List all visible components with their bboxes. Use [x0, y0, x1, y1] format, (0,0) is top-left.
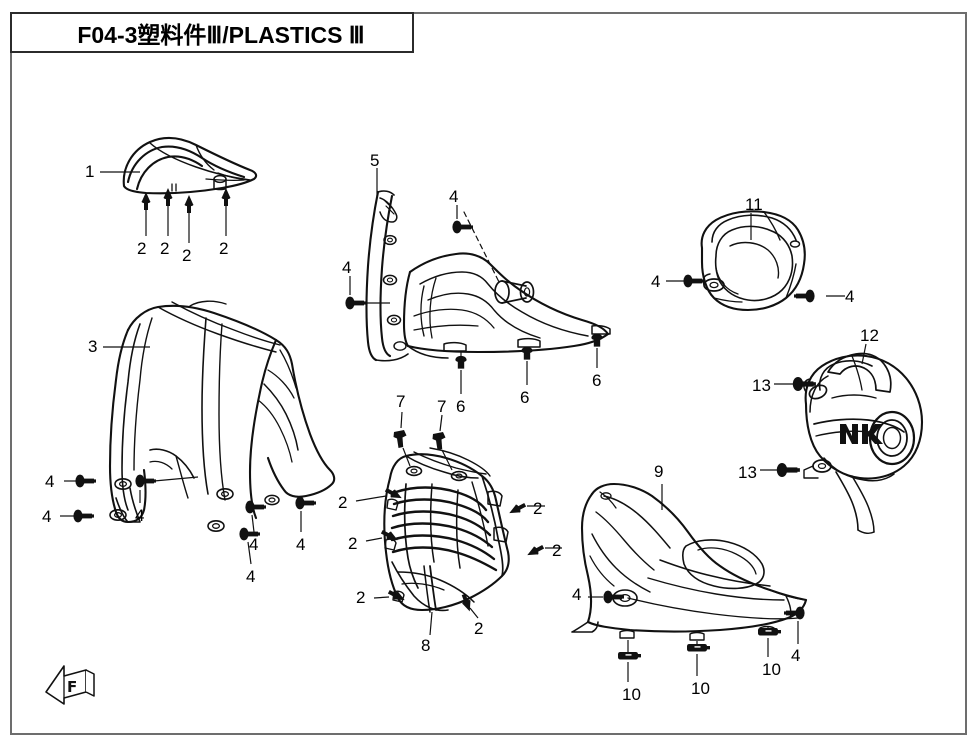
- callout-fastener-7: 7: [437, 397, 447, 416]
- direction-marker-icon: F: [45, 665, 95, 705]
- diagram-title: F04-3塑料件Ⅲ/PLASTICS Ⅲ: [77, 21, 365, 48]
- callout-fastener-6: 6: [592, 371, 602, 390]
- fastener-group-10-cowl9: [618, 626, 781, 682]
- fastener-group-4-panel5: [345, 205, 473, 310]
- callout-fastener-4: 4: [249, 535, 259, 554]
- callout-part-5: 5: [370, 151, 380, 170]
- callout-fastener-2: 2: [356, 588, 366, 607]
- callout-fastener-10: 10: [691, 679, 710, 698]
- callout-fastener-4: 4: [845, 287, 855, 306]
- callout-part-8: 8: [421, 636, 431, 655]
- callout-fastener-2: 2: [552, 541, 562, 560]
- fastener-group-13-headlight: [760, 377, 816, 477]
- fastener-group-6-panel5: [455, 333, 603, 394]
- part-11-mirror-cover: [700, 210, 806, 312]
- callout-fastener-2: 2: [160, 239, 170, 258]
- part-8-radiator-grille: [383, 447, 510, 613]
- drawing-frame: [10, 12, 967, 735]
- callout-fastener-4: 4: [296, 535, 306, 554]
- callout-part-11: 11: [745, 195, 763, 214]
- fastener-group-4-mirror: [666, 274, 845, 303]
- callout-fastener-4: 4: [42, 507, 52, 526]
- leader-line-part-8: [429, 611, 433, 636]
- fastener-group-7-grille: [393, 411, 453, 471]
- callout-fastener-6: 6: [520, 388, 530, 407]
- callout-fastener-10: 10: [762, 660, 781, 679]
- part-9-lower-side-cowl: [571, 482, 808, 641]
- fastener-group-2-grille: [355, 485, 562, 619]
- fastener-group-4-cowl9: [588, 590, 805, 644]
- part-5-left-side-panel: [365, 190, 611, 362]
- leader-line-part-12: [861, 343, 867, 365]
- callout-fastener-4: 4: [135, 506, 145, 525]
- part-12-headlight-housing: [803, 352, 924, 535]
- callout-fastener-10: 10: [622, 685, 641, 704]
- fastener-group-2-fender: [141, 188, 231, 243]
- callout-fastener-4: 4: [45, 472, 55, 491]
- callout-fastener-4: 4: [572, 585, 582, 604]
- callout-fastener-7: 7: [396, 392, 406, 411]
- callout-fastener-4: 4: [342, 258, 352, 277]
- callout-fastener-2: 2: [348, 534, 358, 553]
- callout-fastener-13: 13: [738, 463, 757, 482]
- callout-part-1: 1: [85, 162, 95, 181]
- part-3-front-cowl-bracket: [108, 300, 336, 532]
- callout-fastener-2: 2: [533, 499, 543, 518]
- callout-fastener-4: 4: [246, 567, 256, 586]
- title-block: F04-3塑料件Ⅲ/PLASTICS Ⅲ: [10, 12, 414, 53]
- callout-fastener-2: 2: [182, 246, 192, 265]
- callout-fastener-2: 2: [474, 619, 484, 638]
- callout-part-3: 3: [88, 337, 98, 356]
- direction-marker-letter: F: [67, 678, 77, 696]
- callout-fastener-4: 4: [791, 646, 801, 665]
- callout-part-9: 9: [654, 462, 664, 481]
- callout-fastener-6: 6: [456, 397, 466, 416]
- callout-fastener-13: 13: [752, 376, 771, 395]
- part-1-front-fender: [122, 136, 258, 195]
- callout-fastener-2: 2: [219, 239, 229, 258]
- callout-fastener-2: 2: [338, 493, 348, 512]
- fastener-group-4-cowl: [60, 474, 316, 565]
- headlight-nk-logo: [840, 424, 883, 444]
- callout-fastener-2: 2: [137, 239, 147, 258]
- callout-part-12: 12: [860, 326, 879, 345]
- callout-fastener-4: 4: [449, 187, 459, 206]
- callout-fastener-4: 4: [651, 272, 661, 291]
